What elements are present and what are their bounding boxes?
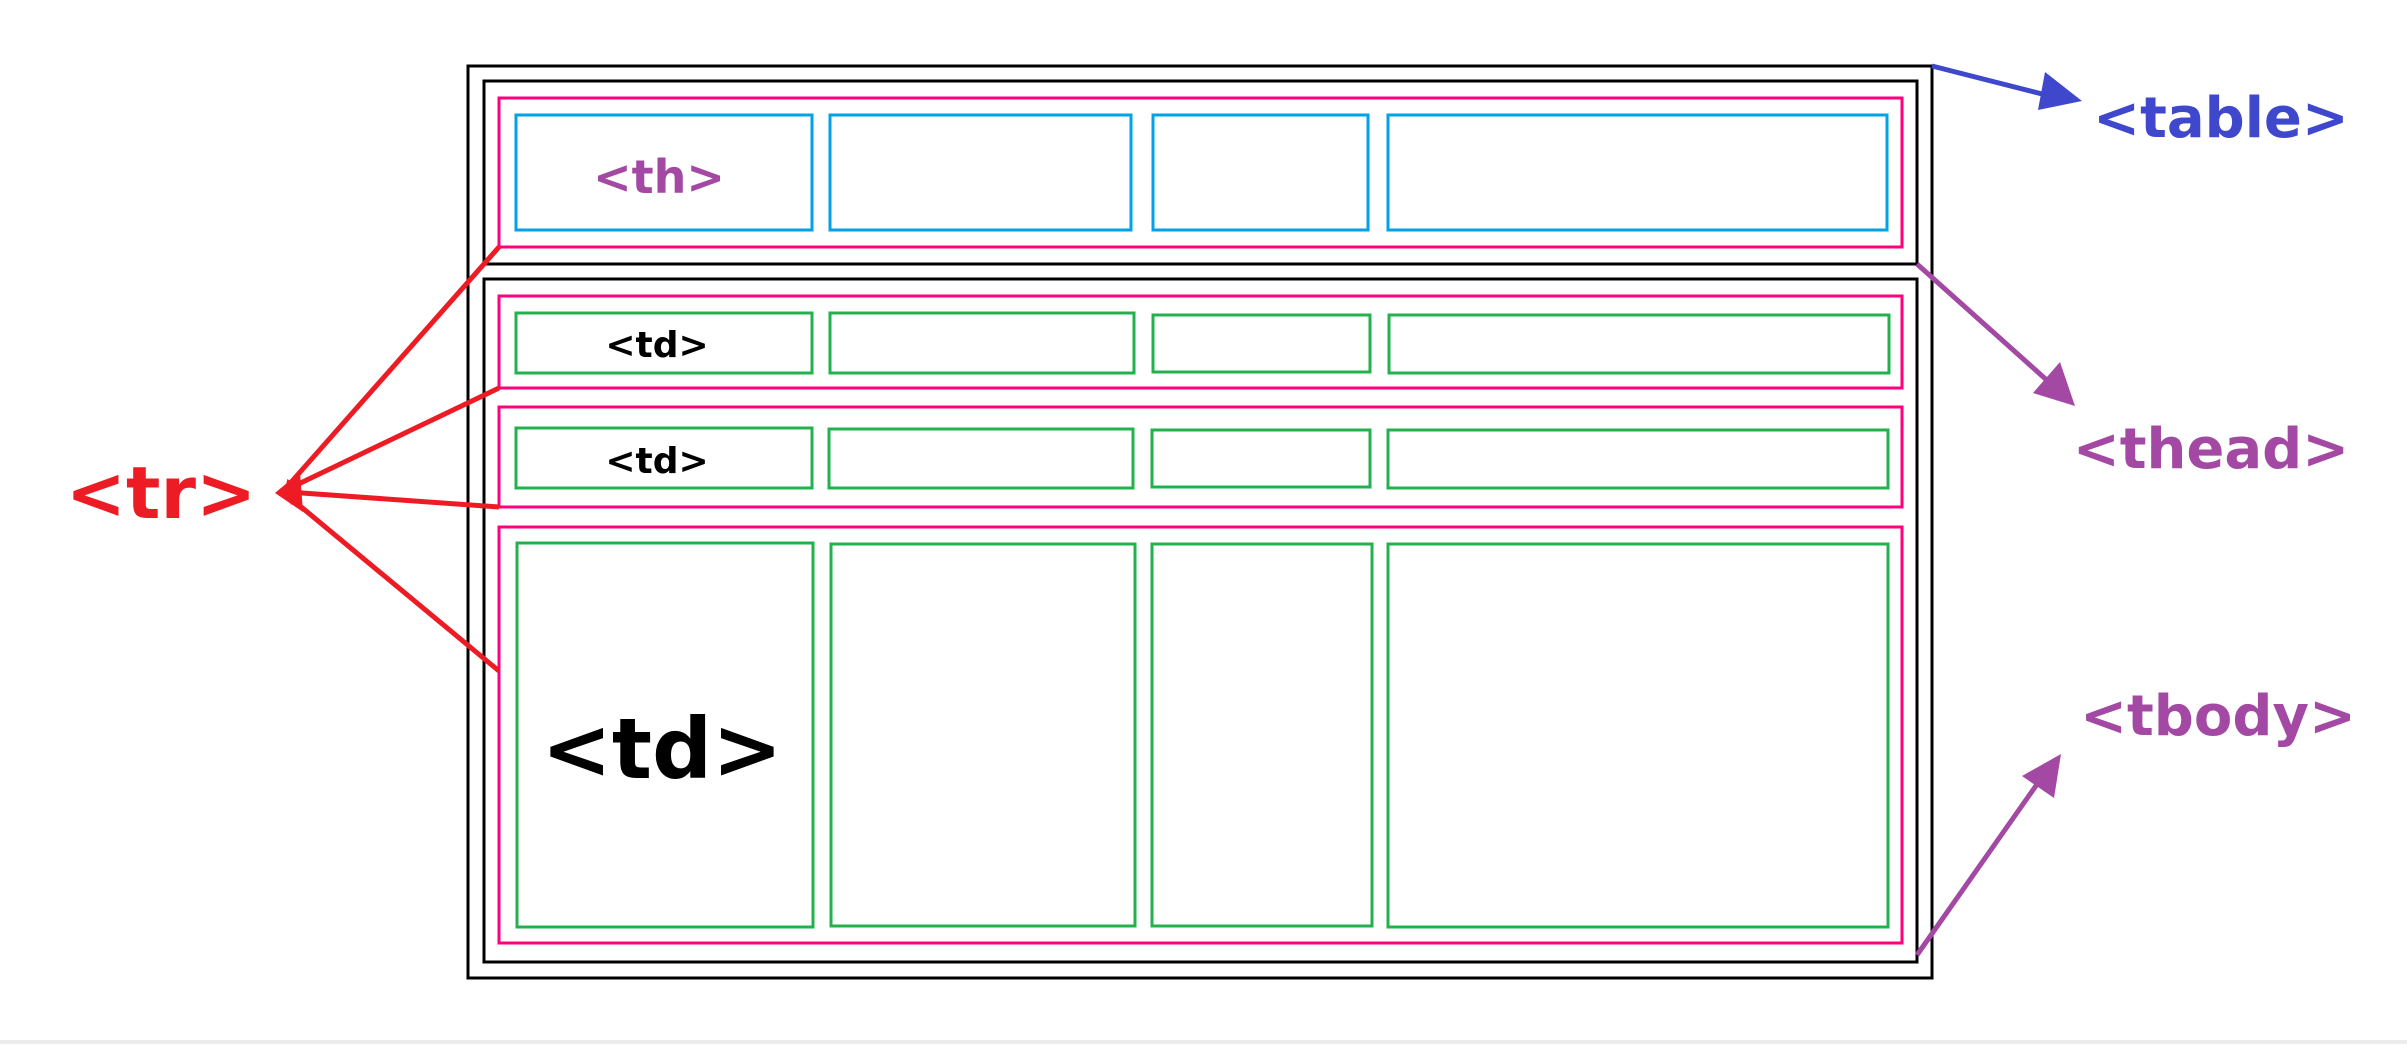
tbody-arrow [1914,778,2043,957]
th-cell [1151,113,1370,232]
td-label-row2: <td> [605,441,708,482]
table-arrow [1931,63,2051,99]
tbody-label: <tbody> [2080,684,2356,749]
table-label: <table> [2093,86,2349,151]
tr-arrow [286,494,501,673]
th-cell [828,113,1133,232]
tr-arrowhead [275,472,303,512]
thead-arrowhead [2033,362,2075,406]
td-cell [1151,313,1372,374]
td-cell [1150,542,1374,928]
td-cell [1150,428,1372,489]
tr-arrow [286,385,501,492]
td-cell [1386,428,1890,490]
td-cell [514,311,814,375]
td-cell [828,311,1136,375]
td-label-row3: <td> [541,700,782,798]
td-cell [515,541,815,929]
td-cell [514,426,814,490]
thead-label: <thead> [2073,417,2349,482]
tbody-outline [482,277,1919,964]
td-cell [1387,313,1891,375]
td-label-row1: <td> [605,325,708,366]
th-cell [1386,113,1889,232]
table-arrowhead [2038,72,2082,110]
body-row-1 [497,294,1904,390]
th-cell [514,113,814,232]
tr-arrow [286,487,500,510]
td-cell [829,542,1137,928]
body-row-2 [497,405,1904,509]
tr-arrow [284,245,501,490]
thead-outline [482,79,1919,266]
table-outline [466,64,1934,980]
tbody-arrowhead [2022,754,2061,798]
tr-label: <tr> [66,451,257,535]
thead-arrow [1915,262,2052,385]
td-cell [827,427,1135,490]
th-label: <th> [593,150,725,204]
body-row-3 [497,525,1904,945]
header-row [497,96,1904,249]
td-cell [1386,542,1890,929]
